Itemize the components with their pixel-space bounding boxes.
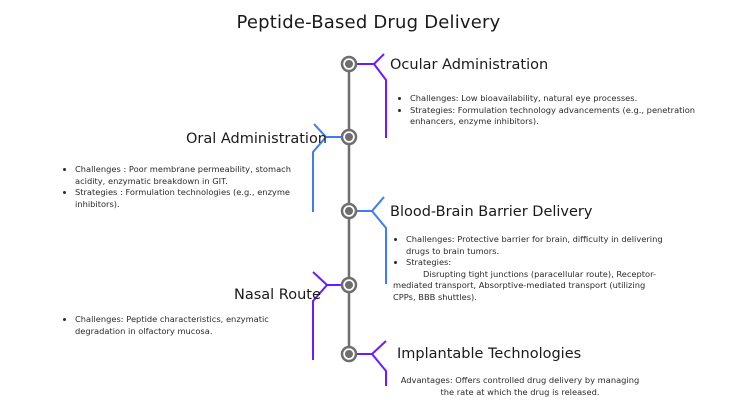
details-bbb: Challenges: Protective barrier for brain… — [393, 234, 663, 304]
details-ocular: Challenges: Low bioavailability, natural… — [397, 93, 697, 128]
diagram-title: Peptide-Based Drug Delivery — [236, 12, 501, 33]
details-oral: Challenges : Poor membrane permeability,… — [62, 164, 302, 210]
bullet-oral-strategies: Strategies : Formulation technologies (e… — [75, 187, 302, 210]
heading-bbb: Blood-Brain Barrier Delivery — [390, 204, 593, 220]
connector-ocular — [357, 53, 387, 138]
connector-bbb — [357, 196, 387, 284]
timeline-node-nasal — [340, 276, 358, 294]
timeline-node-bbb — [340, 202, 358, 220]
bullet-nasal-challenges: Challenges: Peptide characteristics, enz… — [75, 314, 292, 337]
bbb-strategies-detail: Disrupting tight junctions (paracellular… — [393, 268, 657, 302]
bullet-bbb-strategies: Strategies: — [406, 257, 663, 269]
timeline-node-implantable — [340, 345, 358, 363]
heading-ocular: Ocular Administration — [390, 57, 549, 73]
heading-implantable: Implantable Technologies — [397, 346, 582, 362]
details-nasal: Challenges: Peptide characteristics, enz… — [62, 314, 292, 337]
bullet-oral-challenges: Challenges : Poor membrane permeability,… — [75, 164, 302, 187]
bullet-ocular-challenges: Challenges: Low bioavailability, natural… — [410, 93, 697, 105]
heading-nasal: Nasal Route — [234, 287, 321, 303]
bullet-ocular-strategies: Strategies: Formulation technology advan… — [410, 105, 697, 128]
timeline-node-ocular — [340, 55, 358, 73]
timeline-node-oral — [340, 128, 358, 146]
connector-oral — [312, 123, 341, 212]
heading-oral: Oral Administration — [186, 131, 327, 147]
connector-implantable — [357, 340, 387, 386]
bullet-bbb-challenges: Challenges: Protective barrier for brain… — [406, 234, 663, 257]
connector-nasal — [312, 271, 341, 360]
details-implantable: Advantages: Offers controlled drug deliv… — [400, 375, 640, 397]
